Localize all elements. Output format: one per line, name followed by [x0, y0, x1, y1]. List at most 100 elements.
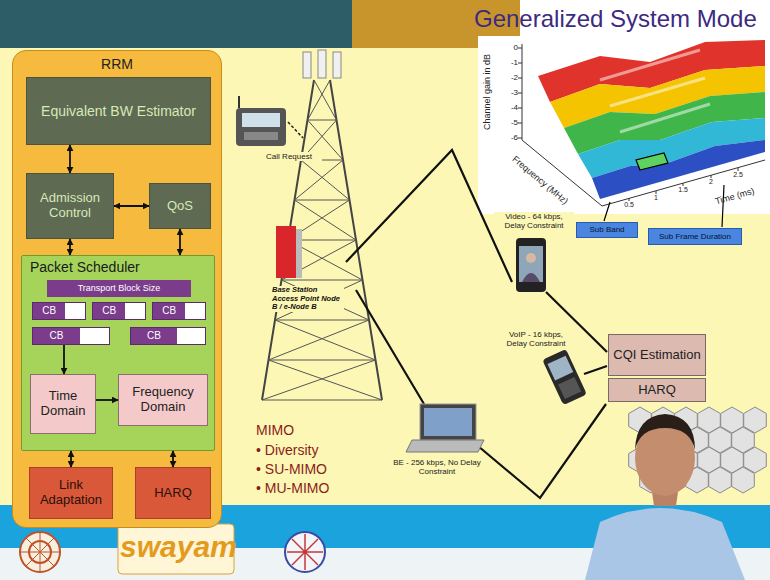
institute-logo: [20, 532, 60, 572]
tick-label: -3: [498, 88, 518, 97]
box-label: Link Adaptation: [34, 478, 108, 508]
presenter-shirt: [585, 508, 745, 580]
list-item: • Diversity: [256, 442, 346, 458]
list-item: • MU-MIMO: [256, 480, 346, 496]
group-title: RRM: [13, 51, 221, 72]
callout-text: Call Request: [256, 152, 322, 161]
leader-line: [604, 185, 724, 227]
tick-label: 2.5: [730, 171, 746, 179]
list-heading: MIMO: [256, 422, 346, 438]
process-box: QoS: [149, 183, 211, 229]
axis-title: Time (ms): [712, 185, 757, 208]
process-box: Time Domain: [30, 374, 96, 434]
axis-ticks: [518, 48, 522, 138]
process-box: Link Adaptation: [29, 467, 113, 519]
antenna-panel: [303, 52, 311, 78]
program-logo: [287, 534, 323, 570]
process-box: HARQ: [608, 378, 706, 402]
pager-screen: [242, 113, 280, 127]
box-label: Sub Frame Duration: [659, 232, 731, 241]
chart-ground: [478, 36, 770, 214]
slide-title: Generalized System Mode: [474, 5, 757, 33]
phone-keys: [558, 377, 581, 399]
antenna-panel: [333, 52, 341, 78]
scheduler-panel: Packet SchedulerTransport Block SizeCB CB…: [21, 255, 215, 451]
box-label: QoS: [167, 199, 193, 214]
tick-label: 0: [498, 43, 518, 52]
traffic-label: VoIP - 16 kbps, Delay Constraint: [498, 330, 574, 348]
phone-screen: [519, 246, 543, 282]
list-heading: MIMO: [256, 422, 346, 438]
tick-label: -5: [498, 118, 518, 127]
phone-screen: [547, 356, 573, 381]
box-label: CQI Estimation: [613, 348, 700, 363]
traffic-label: Video - 64 kbps, Delay Constraint: [494, 212, 574, 230]
code-block: CB: [32, 302, 86, 320]
phone-icon: [516, 238, 546, 292]
box-label: CB: [131, 330, 177, 342]
tick-label: 2: [703, 178, 719, 186]
laptop-screen: [424, 408, 472, 436]
box-label: CB: [33, 330, 80, 342]
phone-body: [542, 349, 587, 405]
tick-label: -2: [498, 73, 518, 82]
box-label: CB: [153, 305, 185, 317]
axis-title: Time (ms): [712, 185, 757, 207]
traffic-label: Video - 64 kbps, Delay Constraint: [494, 212, 574, 230]
list-item: • SU-MIMO: [256, 461, 346, 477]
tick-label: 1: [648, 194, 664, 202]
tick-label: 1: [648, 194, 664, 202]
tick-label: -1: [498, 58, 518, 67]
axis-title: Channel gain in dB: [482, 47, 494, 137]
slide-title: Generalized System Mode: [474, 5, 757, 33]
tick-label: -3: [498, 88, 518, 97]
code-block: CB: [152, 302, 206, 320]
rrm-panel: RRMEquivalent BW EstimatorAdmission Cont…: [12, 50, 222, 528]
antenna-panel: [318, 50, 326, 78]
box-label: Transport Block Size: [78, 283, 161, 293]
tick-label: 2.5: [730, 171, 746, 179]
box-label: Admission Control: [31, 191, 109, 221]
pager-keys: [244, 132, 278, 140]
process-box: Frequency Domain: [118, 374, 208, 426]
resource-block: [636, 153, 668, 170]
program-logo: [285, 532, 325, 572]
pager-icon: [236, 108, 286, 146]
radio-link: [346, 150, 607, 498]
box-label: Frequency Domain: [123, 385, 203, 415]
phone-icon: [542, 349, 587, 405]
video-caller: [526, 253, 536, 263]
request-dashed-line: [288, 122, 303, 138]
tick-label: -4: [498, 103, 518, 112]
base-station-cabinet: [276, 226, 296, 278]
caption-box: Sub Band: [576, 222, 638, 238]
surface-highlight: [600, 50, 710, 132]
swayam-logo: [118, 524, 234, 574]
logo-wordmark: swayam: [120, 530, 232, 565]
tick-label: 1.5: [675, 186, 691, 194]
code-block: CB: [92, 302, 146, 320]
tick-label: -1: [498, 58, 518, 67]
caption-box: Sub Frame Duration: [648, 228, 742, 245]
transport-block-bar: Transport Block Size: [47, 280, 191, 297]
box-label: Sub Band: [589, 225, 624, 234]
laptop-base: [406, 440, 484, 452]
box-label: HARQ: [154, 486, 192, 501]
code-block: CB: [130, 327, 206, 345]
tick-label: 0.5: [621, 201, 637, 209]
tick-label: 1.5: [675, 186, 691, 194]
list-item: • SU-MIMO: [256, 461, 346, 477]
institute-logo: [20, 532, 60, 572]
callout-text: Call Request: [256, 152, 322, 161]
presenter-hair: [635, 414, 695, 450]
axis-title: Frequency (MHz): [506, 150, 574, 210]
tick-label: -4: [498, 103, 518, 112]
traffic-label: BE - 256 kbps, No Delay Constraint: [392, 458, 482, 476]
cell-hex: [709, 467, 732, 493]
code-block: CB: [32, 327, 110, 345]
callout-text: Base Station Access Point Node B / e-Nod…: [272, 286, 344, 312]
pager-antenna: [238, 96, 240, 108]
group-title: Packet Scheduler: [22, 256, 214, 275]
cell-hex: [732, 467, 755, 493]
process-box: CQI Estimation: [608, 334, 706, 376]
